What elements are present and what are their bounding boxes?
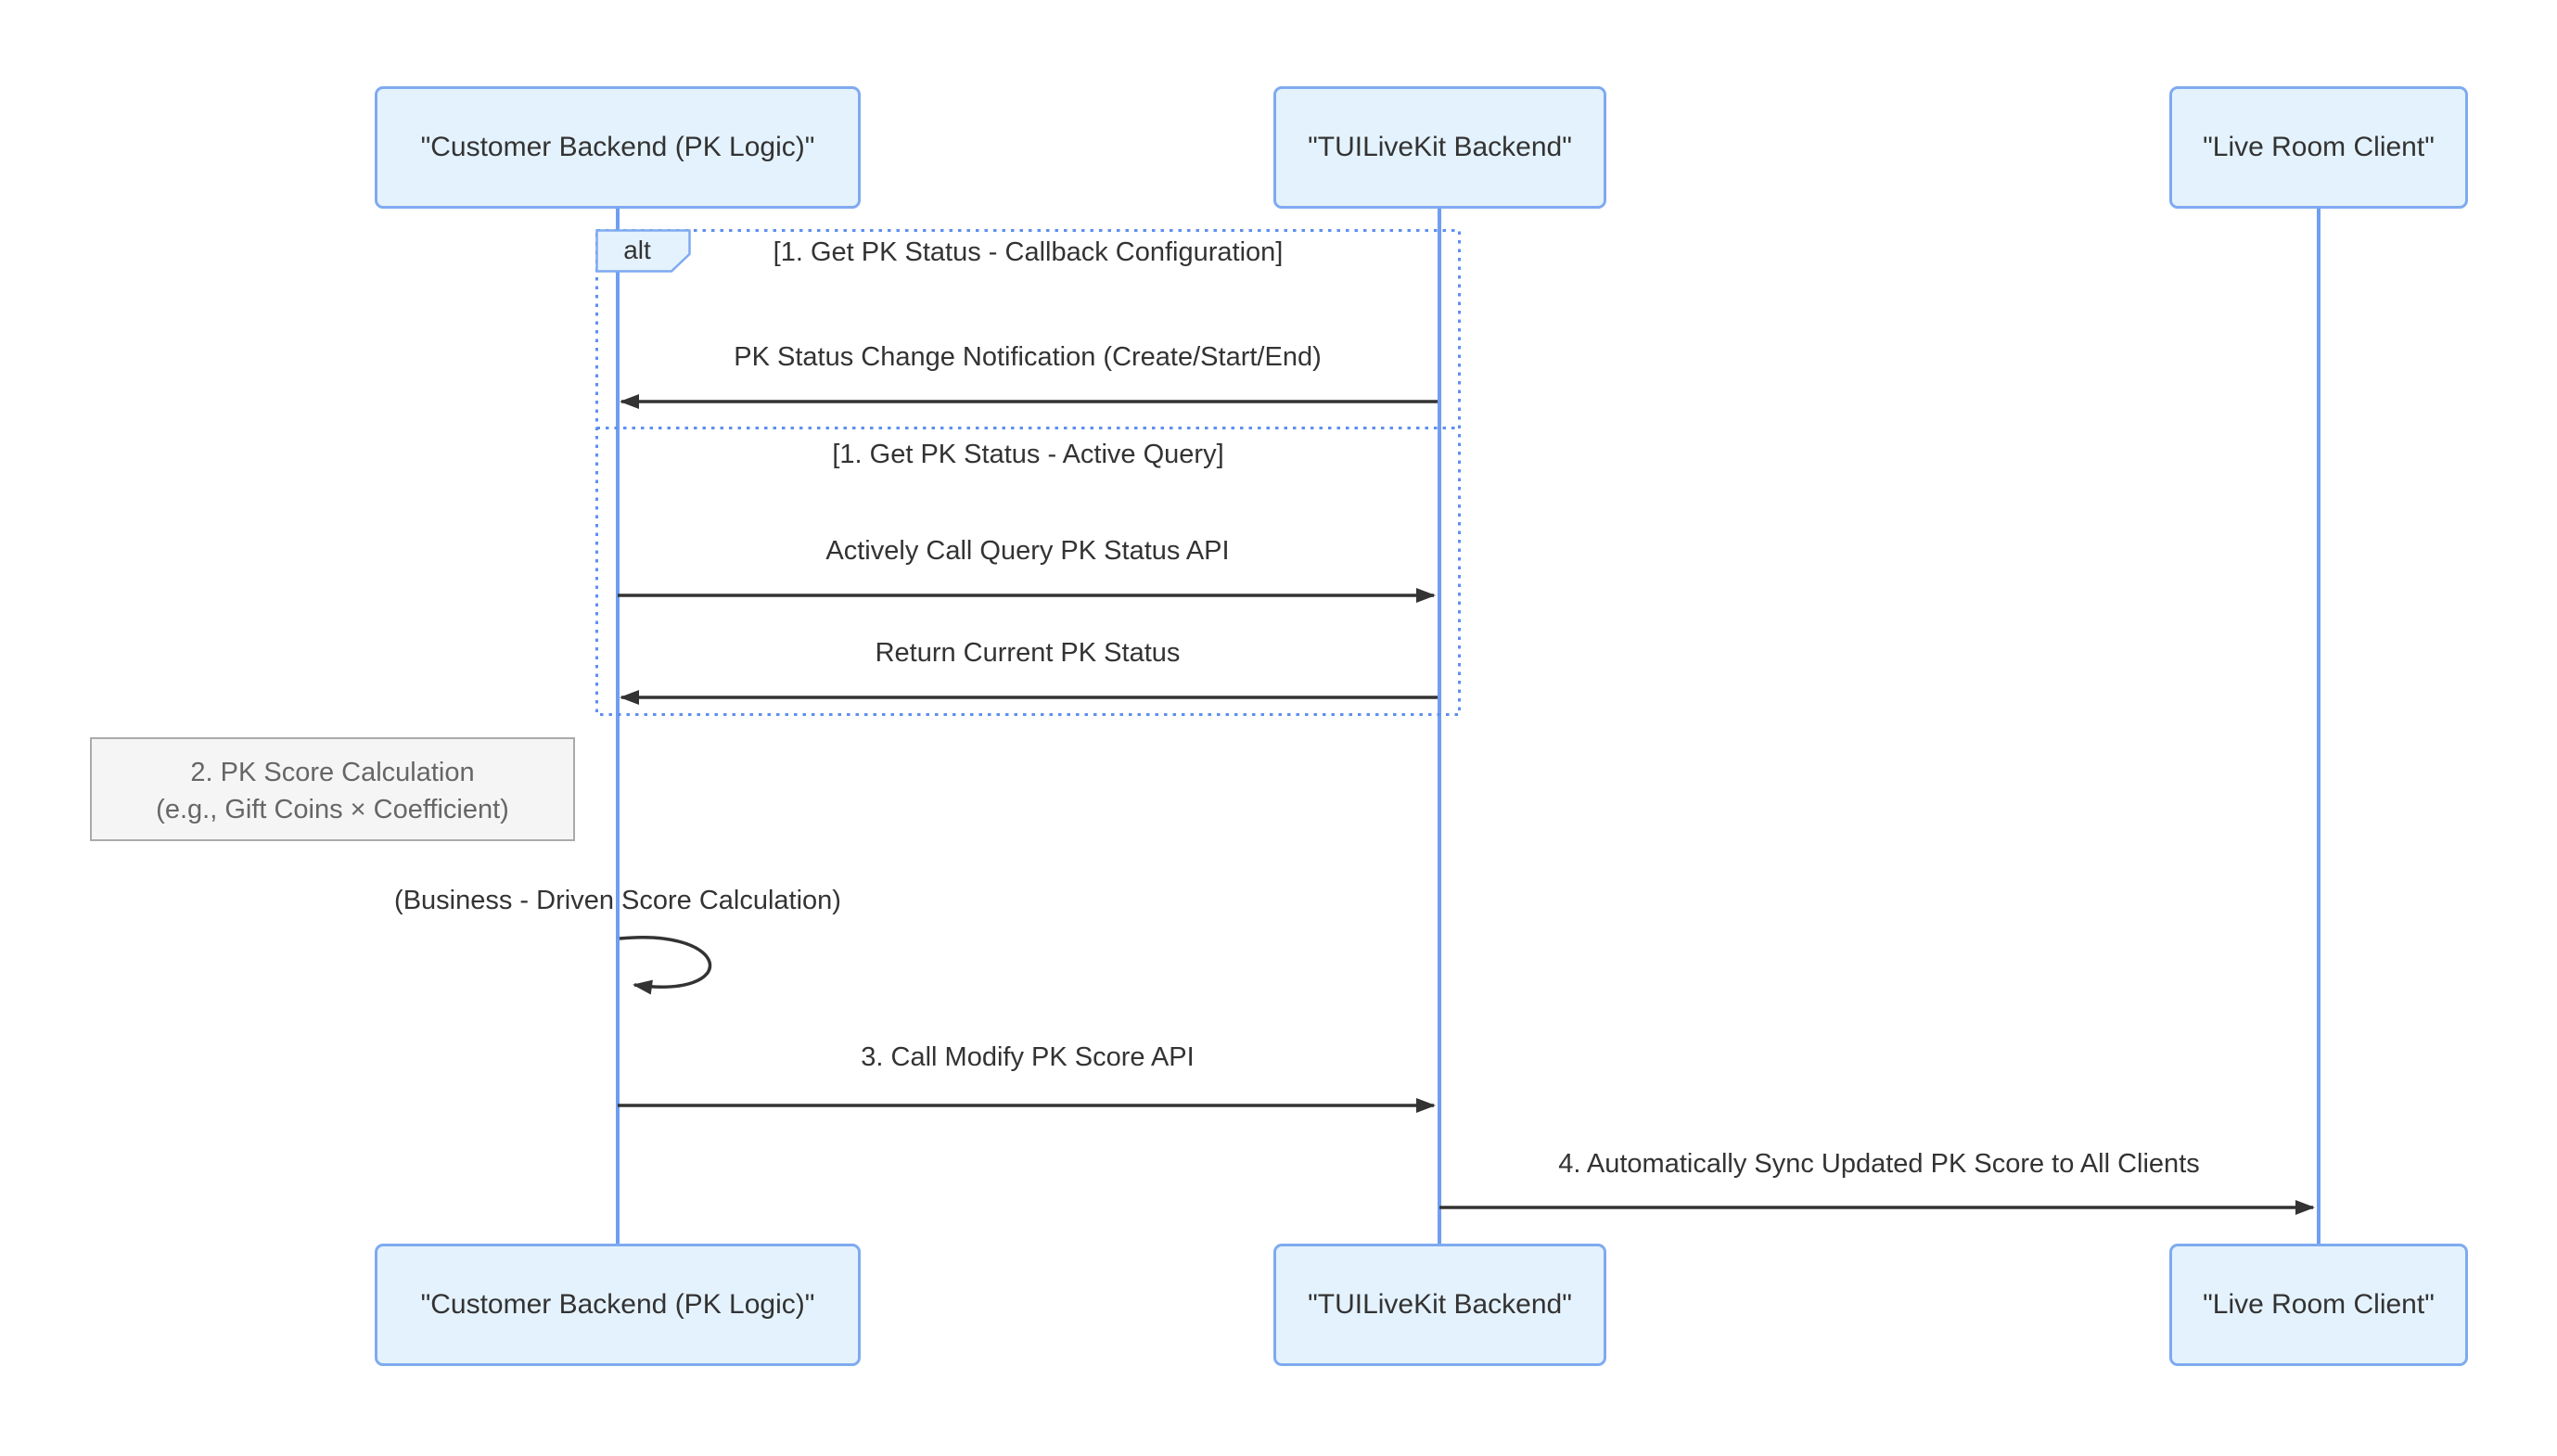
self-message-label: (Business - Driven Score Calculation) (394, 886, 841, 915)
alt-label-text: alt (623, 236, 651, 264)
alt-condition-1: [1. Get PK Status - Callback Configurati… (773, 237, 1284, 267)
actor-label: "Customer Backend (PK Logic)" (420, 132, 815, 162)
note-box: 2. PK Score Calculation (e.g., Gift Coin… (90, 737, 575, 841)
message-label-2: Actively Call Query PK Status API (825, 536, 1230, 566)
note-line-2: (e.g., Gift Coins × Coefficient) (156, 795, 509, 824)
actor-label: "Live Room Client" (2203, 132, 2435, 162)
actor-label: "Customer Backend (PK Logic)" (420, 1289, 815, 1320)
actor-label: "Live Room Client" (2203, 1289, 2435, 1320)
message-label-1: PK Status Change Notification (Create/St… (734, 342, 1322, 372)
lifeline-tuilivekit-backend (1438, 209, 1441, 1244)
actor-top-live-room-client: "Live Room Client" (2169, 86, 2468, 209)
note-line-1: 2. PK Score Calculation (190, 758, 475, 787)
actor-label: "TUILiveKit Backend" (1308, 132, 1572, 162)
message-label-4: 3. Call Modify PK Score API (861, 1042, 1195, 1072)
lifeline-customer-backend (616, 209, 620, 1244)
actor-bottom-customer-backend: "Customer Backend (PK Logic)" (375, 1244, 861, 1366)
actor-label: "TUILiveKit Backend" (1308, 1289, 1572, 1320)
actor-top-tuilivekit-backend: "TUILiveKit Backend" (1273, 86, 1606, 209)
message-label-3: Return Current PK Status (875, 638, 1181, 668)
alt-condition-2: [1. Get PK Status - Active Query] (832, 440, 1224, 469)
actor-top-customer-backend: "Customer Backend (PK Logic)" (375, 86, 861, 209)
message-label-5: 4. Automatically Sync Updated PK Score t… (1558, 1149, 2200, 1179)
lifeline-live-room-client (2317, 209, 2320, 1244)
actor-bottom-live-room-client: "Live Room Client" (2169, 1244, 2468, 1366)
actor-bottom-tuilivekit-backend: "TUILiveKit Backend" (1273, 1244, 1606, 1366)
self-loop-arrow (619, 936, 711, 995)
